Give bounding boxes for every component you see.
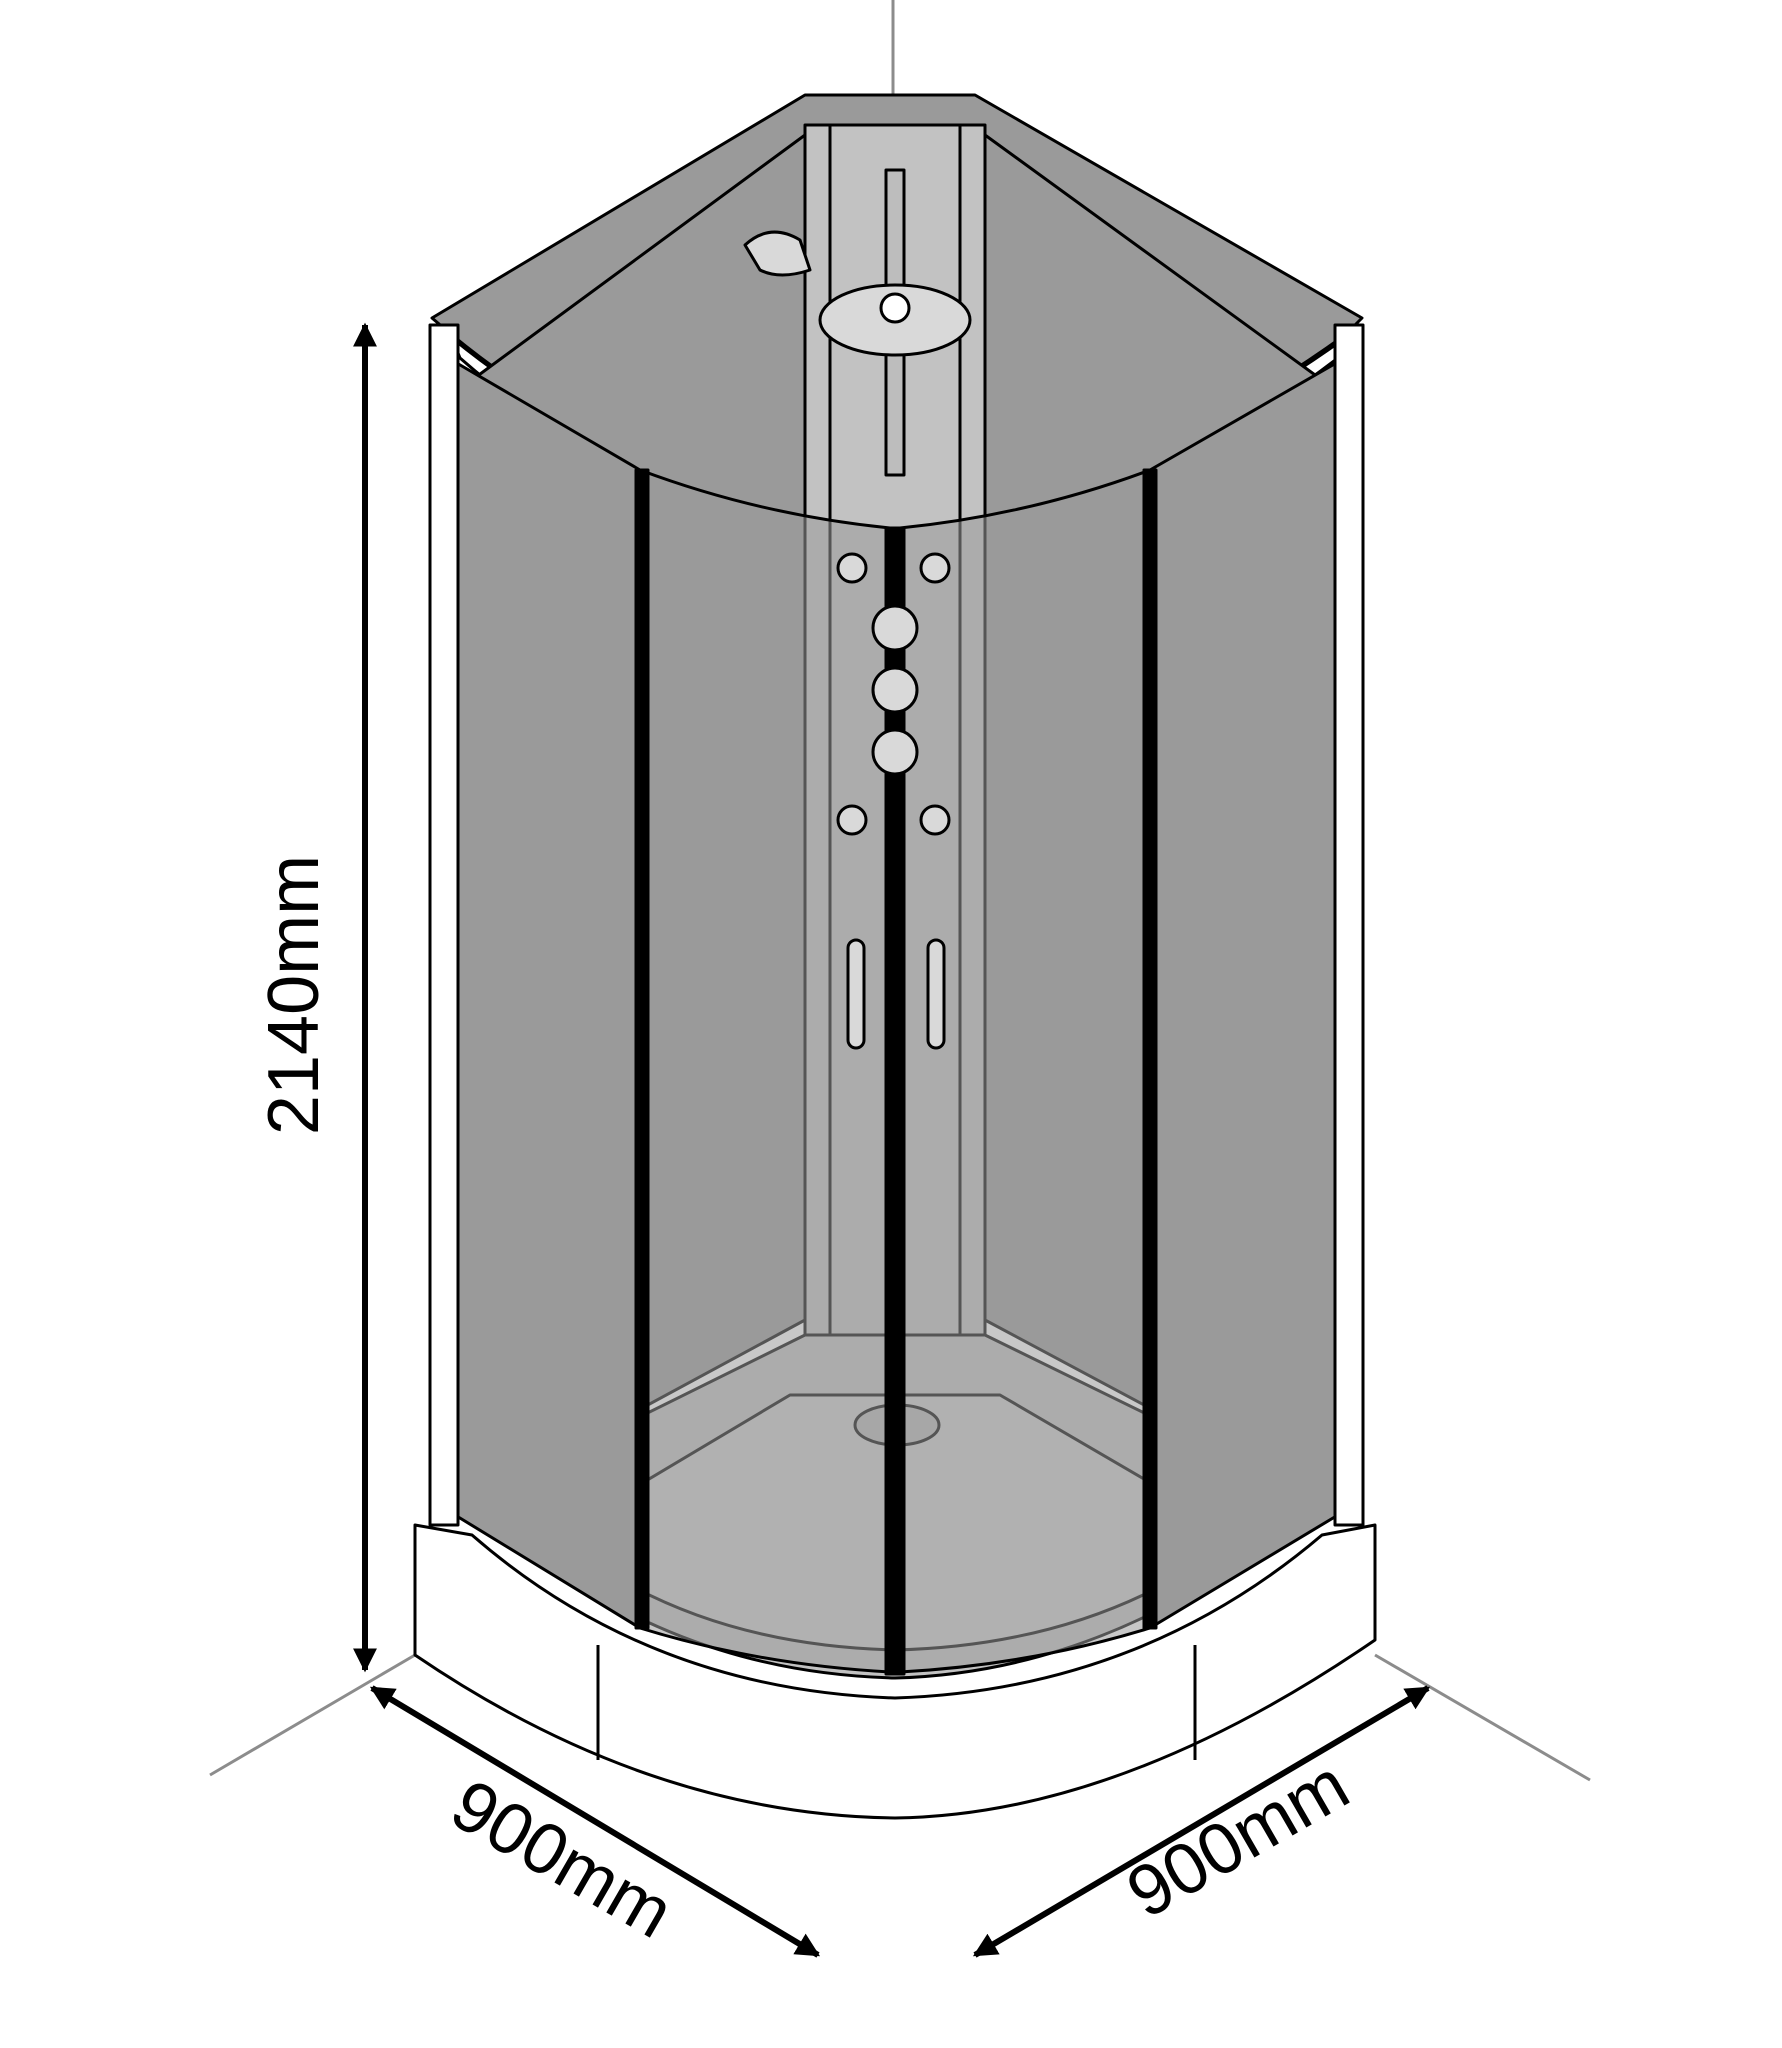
rain-shower-connector bbox=[879, 292, 911, 324]
right-sliding-door bbox=[898, 468, 1152, 1674]
left-side-glass-panel bbox=[453, 360, 642, 1630]
left-extension-line bbox=[209, 1653, 416, 1777]
massage-jet bbox=[871, 728, 919, 776]
left-sliding-door bbox=[638, 468, 892, 1674]
shower-enclosure bbox=[413, 93, 1377, 1820]
right-width-arrow bbox=[972, 1685, 1431, 1958]
massage-jet bbox=[871, 604, 919, 652]
height-dimension-label: 2140mm bbox=[254, 855, 334, 1135]
left-door-handle bbox=[846, 938, 866, 1050]
left-width-dimension-label: 900mm bbox=[438, 1765, 686, 1954]
massage-jet bbox=[919, 552, 951, 584]
right-extension-line bbox=[1374, 1653, 1591, 1782]
right-width-dimension-label: 900mm bbox=[1114, 1745, 1362, 1934]
massage-jet bbox=[919, 804, 951, 836]
massage-jet bbox=[871, 666, 919, 714]
right-door-handle bbox=[926, 938, 946, 1050]
extension-lines bbox=[209, 0, 1591, 1782]
left-frame-post bbox=[428, 323, 460, 1527]
right-side-glass-panel bbox=[1148, 360, 1340, 1630]
center-door-seam bbox=[884, 526, 906, 1676]
dimension-arrows bbox=[353, 322, 1431, 1958]
right-frame-post bbox=[1333, 323, 1365, 1527]
massage-jet bbox=[836, 552, 868, 584]
hand-shower-head bbox=[743, 230, 812, 277]
right-door-rail bbox=[1142, 468, 1158, 1630]
massage-jet bbox=[836, 804, 868, 836]
left-door-rail bbox=[634, 468, 650, 1630]
left-width-arrow bbox=[369, 1685, 821, 1958]
